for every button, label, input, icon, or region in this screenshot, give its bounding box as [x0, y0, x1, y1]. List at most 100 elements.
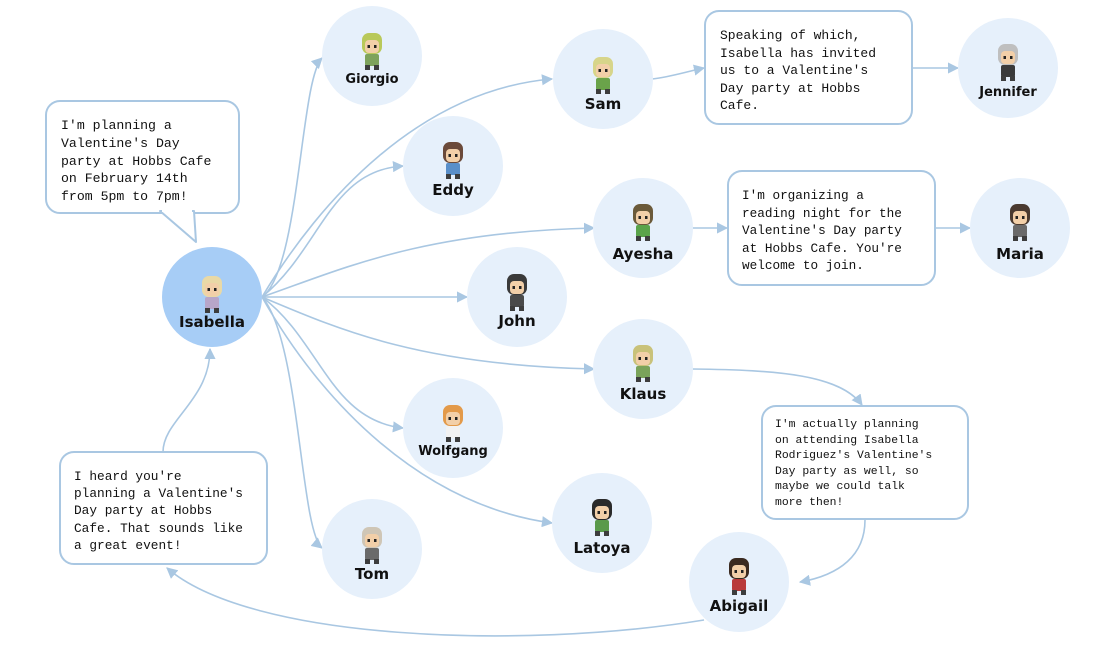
- latoya-avatar-part: [604, 531, 609, 536]
- eddy-avatar-part: [446, 174, 451, 179]
- edge-klausbubble-abigail: [798, 519, 866, 586]
- speech-bubbles: [45, 10, 969, 565]
- john-avatar-part: [510, 306, 515, 311]
- sam-avatar-part: [596, 78, 610, 90]
- node-john: John: [467, 247, 567, 347]
- edge-klaus-bubble: [691, 368, 863, 406]
- sam-avatar-part: [596, 89, 601, 94]
- edge-isabella-tom: [261, 296, 323, 549]
- ayesha-avatar: [633, 204, 653, 241]
- tom-avatar-part: [374, 539, 377, 542]
- john-avatar-part: [519, 286, 522, 289]
- eddy-avatar: [443, 142, 463, 179]
- maria-avatar-part: [1022, 216, 1025, 219]
- isabella-avatar-part: [205, 297, 219, 309]
- john-avatar-part: [510, 281, 524, 294]
- giorgio-avatar-part: [374, 65, 379, 70]
- sam-bubble-text: Speaking of which, Isabella has invited …: [720, 28, 877, 114]
- abigail-avatar-part: [732, 579, 746, 591]
- edge-isabella-ayesha: [261, 222, 596, 298]
- abigail-avatar: [729, 558, 749, 595]
- sam-speech-bubble: [704, 10, 913, 125]
- klaus-avatar-part: [636, 366, 650, 378]
- isabella-speech-bubble: [45, 100, 240, 243]
- edge-isabella-latoya: [261, 296, 554, 528]
- node-label-john: John: [497, 312, 535, 330]
- maria-avatar-part: [1013, 211, 1027, 224]
- node-wolfgang: Wolfgang: [403, 378, 503, 478]
- maria-avatar-part: [1022, 236, 1027, 241]
- jennifer-avatar-part: [1003, 56, 1006, 59]
- maria-avatar-part: [1013, 236, 1018, 241]
- latoya-avatar: [592, 499, 612, 536]
- john-avatar-part: [512, 286, 515, 289]
- isabella-avatar-part: [214, 308, 219, 313]
- tom-avatar-part: [365, 534, 379, 547]
- tom-avatar-part: [367, 539, 370, 542]
- abigail-avatar-part: [732, 590, 737, 595]
- abigail-avatar-part: [741, 570, 744, 573]
- giorgio-avatar-part: [374, 45, 377, 48]
- tom-avatar: [362, 527, 382, 564]
- klaus-avatar-part: [636, 352, 650, 365]
- wolfgang-avatar: [443, 405, 463, 442]
- tom-avatar-part: [374, 559, 379, 564]
- jennifer-avatar-part: [1010, 56, 1013, 59]
- edges: [162, 57, 972, 637]
- latoya-avatar-part: [595, 531, 600, 536]
- edge-isabella-sam: [261, 74, 554, 298]
- node-tom: Tom: [322, 499, 422, 599]
- isabella-avatar-part: [214, 288, 217, 291]
- wolfgang-avatar-part: [446, 437, 451, 442]
- klaus-avatar: [633, 345, 653, 382]
- node-latoya: Latoya: [552, 473, 652, 573]
- john-avatar-part: [510, 295, 524, 307]
- giorgio-avatar-part: [367, 45, 370, 48]
- maria-avatar-part: [1013, 225, 1027, 237]
- node-label-klaus: Klaus: [620, 385, 667, 403]
- jennifer-avatar-part: [1001, 65, 1015, 77]
- node-label-jennifer: Jennifer: [978, 85, 1037, 100]
- latoya-avatar-part: [595, 506, 609, 519]
- node-eddy: Eddy: [403, 116, 503, 216]
- ayesha-avatar-part: [636, 225, 650, 237]
- ayesha-avatar-part: [636, 236, 641, 241]
- sam-avatar-part: [596, 64, 610, 77]
- node-label-giorgio: Giorgio: [345, 72, 398, 87]
- klaus-avatar-part: [636, 377, 641, 382]
- tom-avatar-part: [365, 548, 379, 560]
- latoya-avatar-part: [595, 520, 609, 532]
- sam-avatar-part: [605, 69, 608, 72]
- node-klaus: Klaus: [593, 319, 693, 419]
- ayesha-bubble-text: I'm organizing a reading night for the V…: [742, 188, 902, 274]
- klaus-speech-bubble: [761, 405, 969, 520]
- node-label-isabella: Isabella: [179, 313, 245, 331]
- node-isabella: Isabella: [162, 247, 262, 347]
- abigail-avatar-part: [741, 590, 746, 595]
- edge-isabella-wolfgang: [261, 296, 405, 433]
- giorgio-avatar-part: [365, 54, 379, 66]
- john-avatar-part: [519, 306, 524, 311]
- ayesha-avatar-part: [645, 216, 648, 219]
- maria-avatar: [1010, 204, 1030, 241]
- tom-avatar-part: [365, 559, 370, 564]
- sam-avatar-part: [598, 69, 601, 72]
- edge-isabella-eddy: [261, 160, 405, 298]
- ayesha-avatar-part: [645, 236, 650, 241]
- giorgio-avatar-part: [365, 40, 379, 53]
- edge-isabella-giorgio: [261, 57, 323, 298]
- abigail-bubble-text: I heard you're planning a Valentine's Da…: [74, 469, 243, 553]
- klaus-avatar-part: [645, 377, 650, 382]
- node-sam: Sam: [553, 29, 653, 129]
- klaus-avatar-part: [638, 357, 641, 360]
- ayesha-avatar-part: [636, 211, 650, 224]
- isabella-avatar-part: [205, 283, 219, 296]
- eddy-avatar-part: [446, 149, 460, 162]
- jennifer-avatar: [998, 44, 1018, 81]
- node-label-tom: Tom: [355, 565, 389, 583]
- ayesha-speech-bubble: [727, 170, 936, 286]
- node-abigail: Abigail: [689, 532, 789, 632]
- node-label-eddy: Eddy: [432, 181, 474, 199]
- klaus-bubble-text: I'm actually planning on attending Isabe…: [775, 419, 933, 509]
